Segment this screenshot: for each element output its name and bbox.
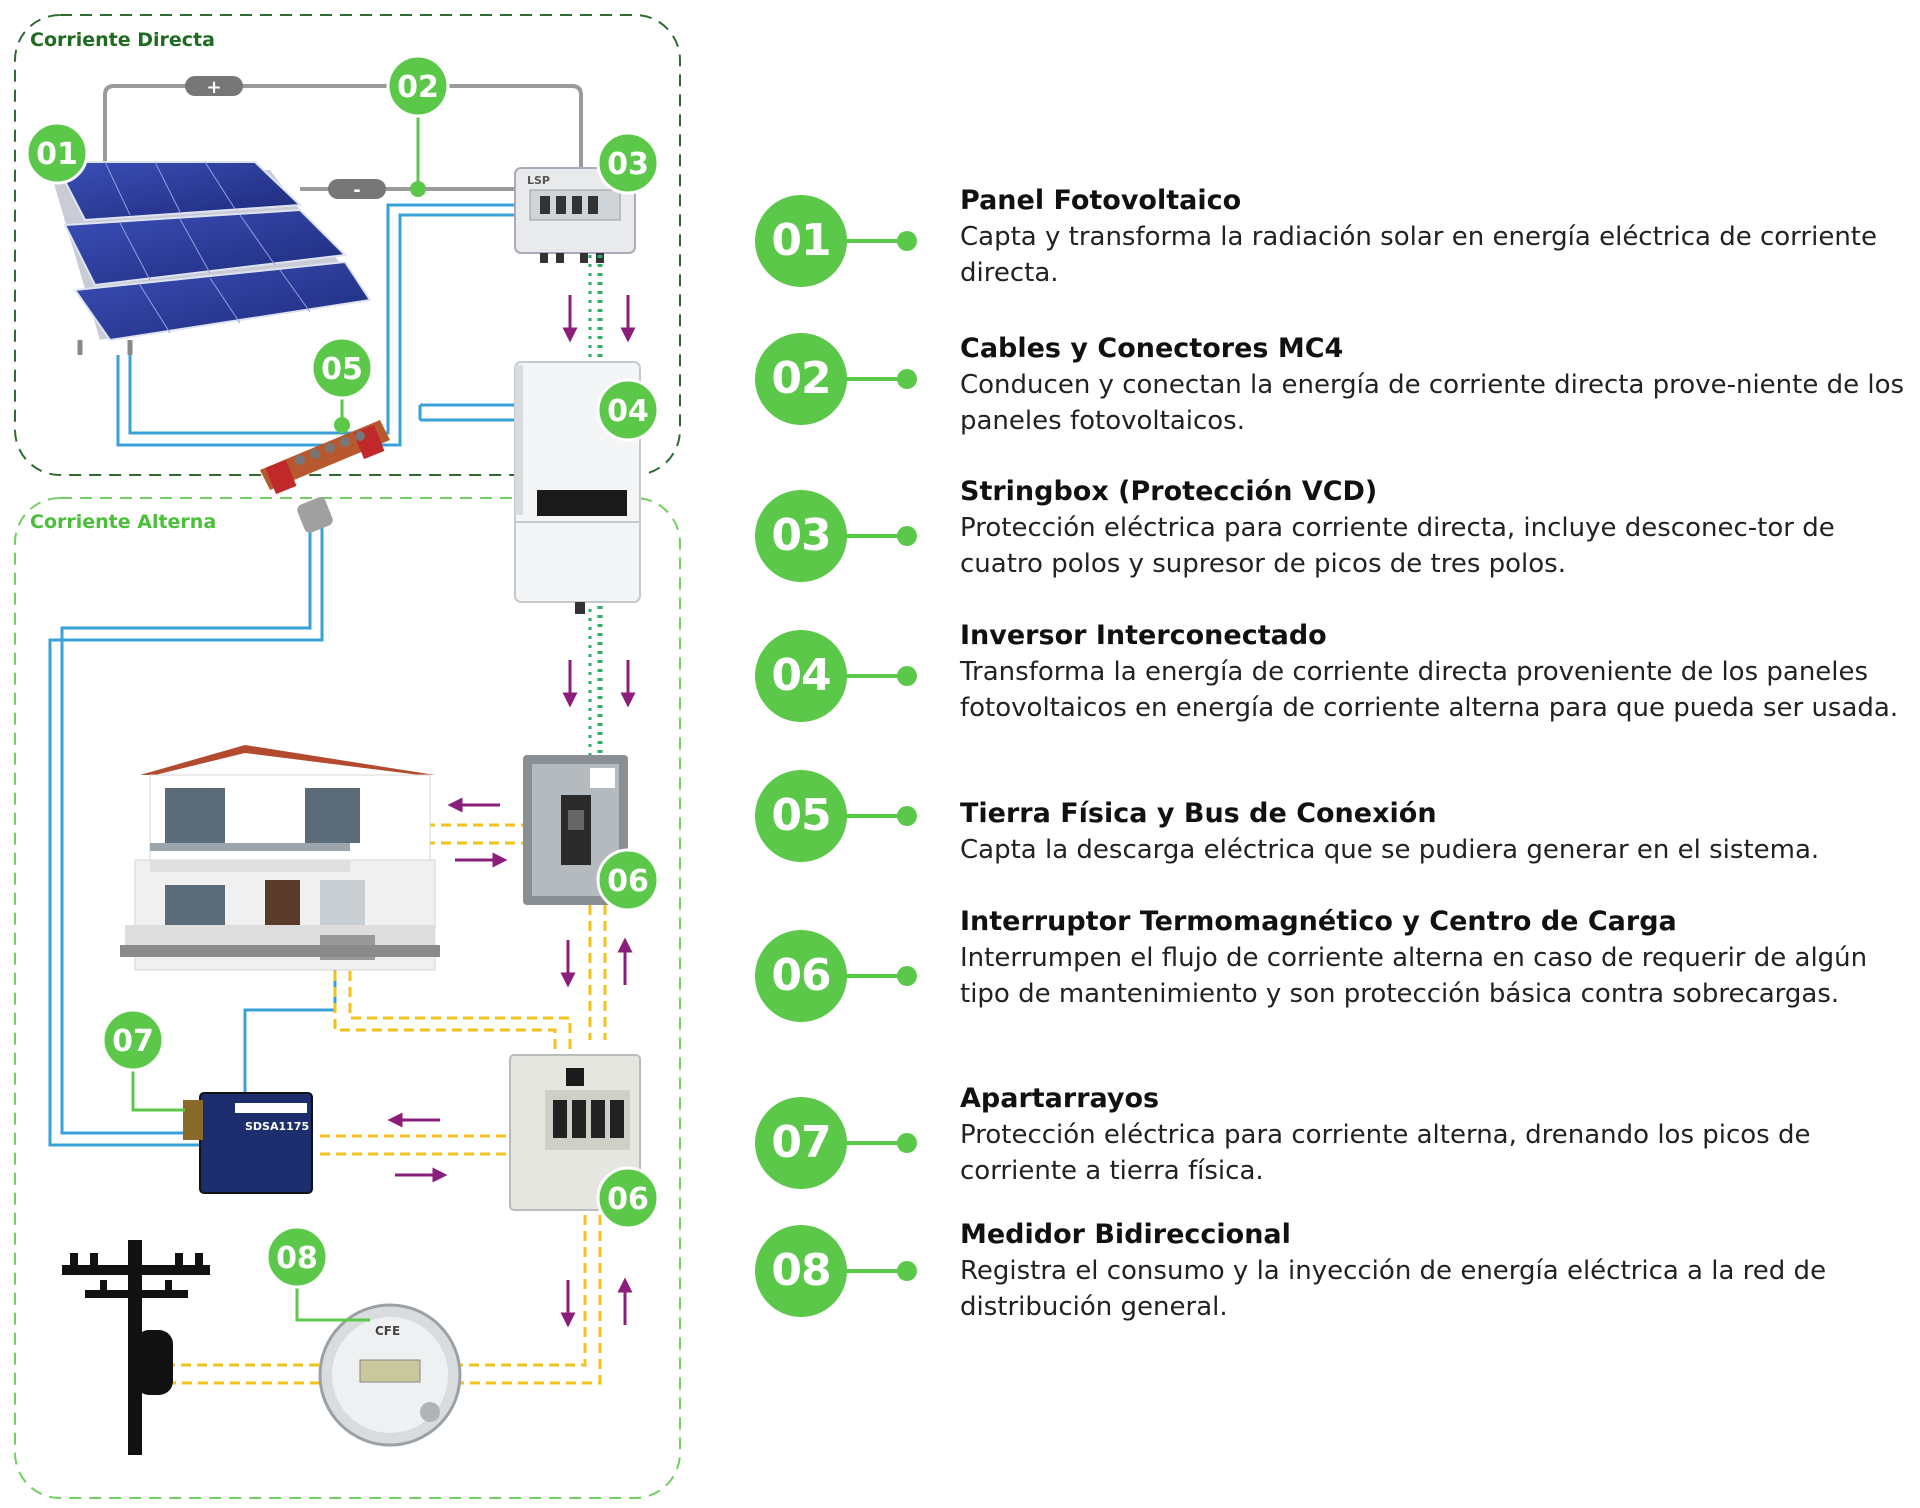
- legend-number: 03: [755, 490, 847, 582]
- badge-04: 04: [596, 378, 660, 442]
- legend-title: Medidor Bidireccional: [960, 1219, 1291, 1250]
- surge-arrester: SDSA1175: [183, 1092, 313, 1194]
- legend-title: Apartarrayos: [960, 1083, 1160, 1114]
- stringbox-brand: LSP: [527, 174, 550, 187]
- badge-06-top: 06: [596, 848, 660, 912]
- house: [120, 745, 440, 971]
- solar-panel-array: [50, 161, 372, 355]
- legend-number: 01: [755, 195, 847, 287]
- badge-05: 05: [310, 336, 374, 400]
- positive-sign: +: [206, 77, 221, 98]
- legend-number: 08: [755, 1225, 847, 1317]
- dc-zone-border: [14, 14, 681, 476]
- legend-description: Transforma la energía de corriente direc…: [960, 657, 1899, 723]
- legend-number: 05: [755, 770, 847, 862]
- badge-01: 01: [25, 121, 89, 185]
- legend-description: Protección eléctrica para corriente dire…: [960, 513, 1835, 579]
- svg-text:05: 05: [321, 352, 363, 387]
- component-legend: 01 Panel Fotovoltaico Capta y transforma…: [755, 0, 1915, 1508]
- badge-02: 02: [386, 54, 450, 118]
- legend-title: Panel Fotovoltaico: [960, 185, 1242, 216]
- svg-text:07: 07: [112, 1024, 154, 1059]
- ac-flow-lines: [160, 823, 607, 1385]
- legend-number: 07: [755, 1097, 847, 1189]
- svg-text:03: 03: [607, 147, 649, 182]
- positive-wire: [103, 84, 583, 190]
- ground-bus-bar: [260, 420, 390, 533]
- badge-03: 03: [596, 131, 660, 195]
- legend-number: 04: [755, 630, 847, 722]
- svg-text:02: 02: [397, 70, 439, 105]
- legend-number: 06: [755, 930, 847, 1022]
- legend-number: 02: [755, 333, 847, 425]
- legend-title: Cables y Conectores MC4: [960, 333, 1344, 364]
- utility-pole: [62, 1240, 210, 1455]
- flow-arrows: [387, 295, 636, 1328]
- ground-cables: [48, 203, 518, 1147]
- badge-08: 08: [265, 1225, 329, 1289]
- svg-text:04: 04: [607, 394, 649, 429]
- legend-title: Inversor Interconectado: [960, 620, 1327, 651]
- legend-description: Protección eléctrica para corriente alte…: [960, 1120, 1811, 1186]
- legend-description: Conducen y conectan la energía de corrie…: [960, 370, 1905, 436]
- svg-text:01: 01: [36, 137, 78, 172]
- svg-text:08: 08: [276, 1241, 318, 1276]
- load-center: [509, 1054, 641, 1211]
- meter-brand: CFE: [375, 1324, 400, 1338]
- negative-connector: [328, 179, 386, 199]
- dc-zone-label: Corriente Directa: [30, 29, 215, 51]
- legend-description: Interrumpen el flujo de corriente altern…: [960, 943, 1868, 1009]
- solar-system-diagram: Corriente Directa Corriente Alterna + -: [14, 14, 681, 1499]
- legend-description: Capta y transforma la radiación solar en…: [960, 222, 1877, 288]
- ac-zone-label: Corriente Alterna: [30, 511, 216, 533]
- badge-06-bottom: 06: [596, 1166, 660, 1230]
- positive-connector: [185, 76, 243, 96]
- legend-title: Interruptor Termomagnético y Centro de C…: [960, 906, 1677, 937]
- surge-model: SDSA1175: [245, 1120, 309, 1133]
- legend-description: Registra el consumo y la inyección de en…: [960, 1256, 1827, 1322]
- negative-sign: -: [353, 180, 360, 201]
- callout-leaders: [131, 105, 420, 1322]
- svg-text:06: 06: [607, 1182, 649, 1217]
- svg-text:06: 06: [607, 864, 649, 899]
- legend-title: Tierra Física y Bus de Conexión: [960, 798, 1437, 829]
- legend-title: Stringbox (Protección VCD): [960, 476, 1378, 507]
- stringbox: LSP: [514, 167, 636, 263]
- ac-zone-border: [14, 497, 681, 1499]
- badge-07: 07: [101, 1008, 165, 1072]
- legend-description: Capta la descarga eléctrica que se pudie…: [960, 835, 1820, 865]
- bidirectional-meter: CFE: [318, 1303, 462, 1447]
